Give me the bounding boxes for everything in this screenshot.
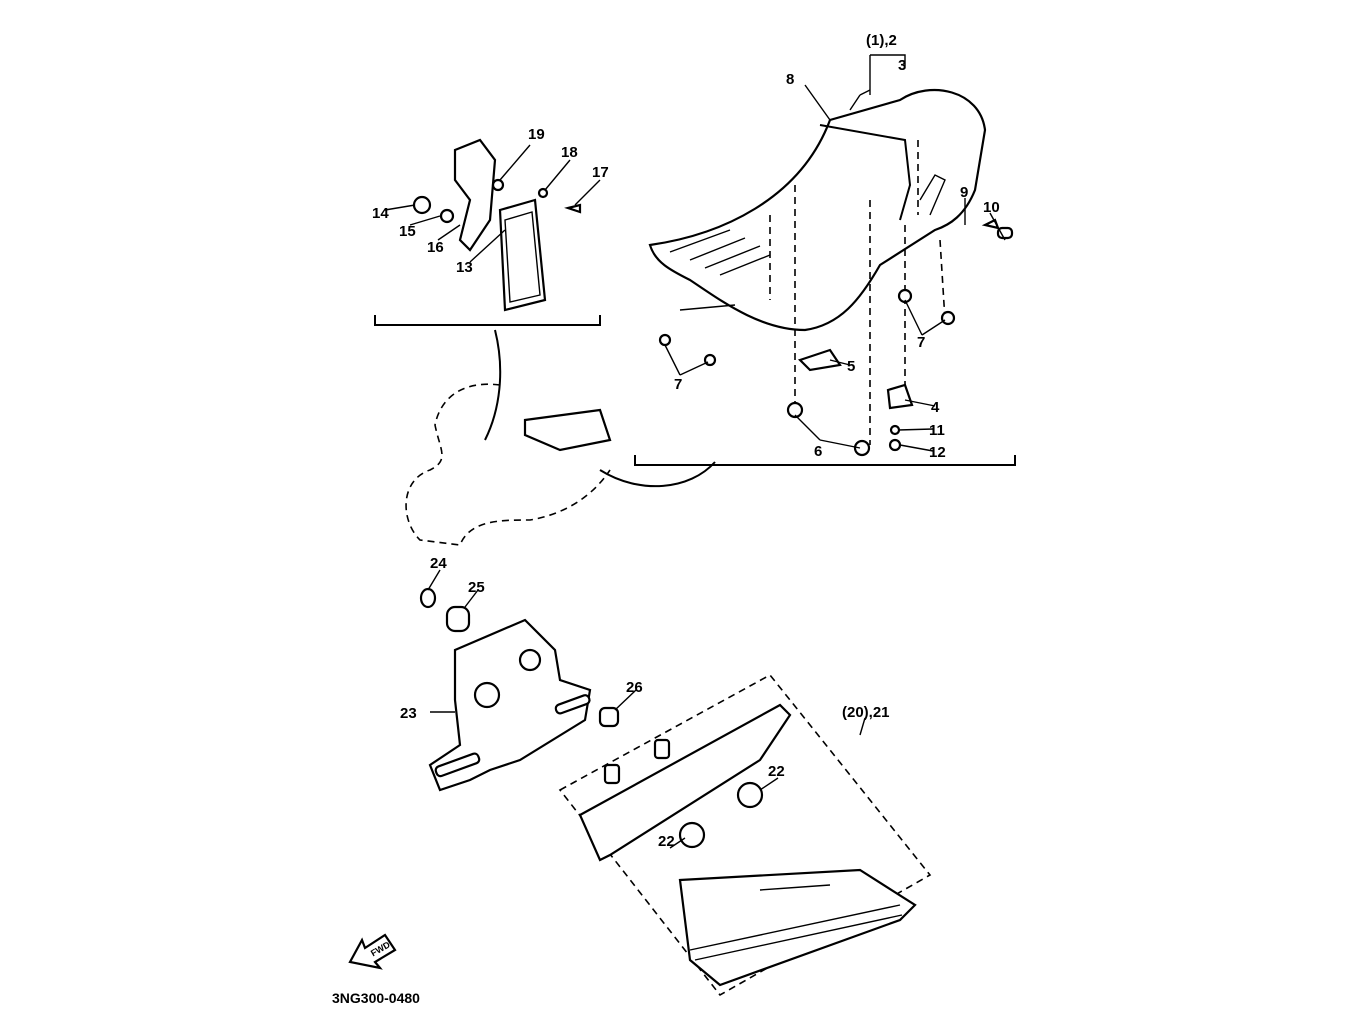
callout-26: 26 (626, 679, 643, 696)
taillight-group-box (558, 673, 932, 997)
callout-3: 3 (898, 57, 906, 74)
drawing-code: 3NG300-0480 (332, 990, 420, 1006)
leader-lines (664, 299, 946, 452)
reflector-pointer-line (484, 329, 502, 441)
callout-7: 7 (674, 376, 682, 393)
callout-22: 22 (768, 763, 785, 780)
callout-18: 18 (561, 144, 578, 161)
seat (648, 88, 987, 332)
taillight (578, 703, 917, 987)
fender-piece (523, 408, 612, 452)
callout-24: 24 (430, 555, 447, 572)
callout-12: 12 (929, 444, 946, 461)
callout-7: 7 (917, 334, 925, 351)
seat-group-bracket (634, 455, 1016, 466)
reflector-group (412, 138, 582, 312)
callouts: (1),2 3 4 5 6 7 7 8 9 10 11 12 13 14 15 … (372, 32, 1000, 850)
frame-outline (405, 383, 611, 546)
leader-lines (964, 198, 1006, 241)
callout-10: 10 (983, 199, 1000, 216)
leader-lines (384, 144, 601, 263)
callout-6: 6 (814, 443, 822, 460)
reflector-group-bracket (374, 315, 601, 326)
seat-pointer-line (599, 461, 716, 488)
mounting-lines (769, 140, 946, 445)
callout-23: 23 (400, 705, 417, 722)
leader-lines (804, 54, 906, 121)
forward-arrow-icon: FWD (348, 933, 397, 970)
callout-13: 13 (456, 259, 473, 276)
callout-15: 15 (399, 223, 416, 240)
callout-19: 19 (528, 126, 545, 143)
callout-25: 25 (468, 579, 485, 596)
callout-14: 14 (372, 205, 389, 222)
callout-22: 22 (658, 833, 675, 850)
callout-20-21: (20),21 (842, 704, 890, 721)
callout-8: 8 (786, 71, 794, 88)
leader-lines (669, 717, 866, 849)
callout-11: 11 (929, 422, 945, 439)
callout-17: 17 (592, 164, 609, 181)
callout-4: 4 (931, 399, 940, 416)
leader-lines (427, 569, 637, 713)
callout-16: 16 (427, 239, 444, 256)
callout-5: 5 (847, 358, 855, 375)
license-bracket (419, 587, 620, 792)
callout-1-2: (1),2 (866, 32, 897, 49)
callout-9: 9 (960, 184, 968, 201)
